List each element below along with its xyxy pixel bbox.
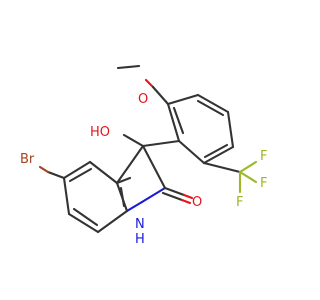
c-br-bond: [46, 170, 66, 180]
aryl-bond-6: [166, 102, 181, 143]
aryl-bond-1: [166, 93, 200, 106]
benzo-bond-3: [62, 176, 71, 216]
c2-n-bond: [140, 186, 167, 204]
aryl-bond-5: [177, 139, 206, 165]
aryl-bond-4: [202, 145, 235, 165]
benzo-bond-5: [96, 209, 129, 234]
aryl-bond-6-inner: [172, 106, 185, 135]
amine-hydrogen-label: H: [135, 232, 145, 247]
benzo-bond-1: [88, 160, 119, 185]
aryl-bond-2-inner: [196, 99, 225, 117]
c3-oh-bond: [122, 133, 145, 148]
benzo-bond-2: [62, 160, 92, 180]
carbonyl-oxygen-label: O: [192, 195, 202, 210]
carbonyl-bond-2: [161, 191, 184, 202]
carbonyl-o-part: [182, 193, 194, 200]
c-f-right-bond: [238, 170, 258, 184]
methoxy-oxygen-label: O: [138, 92, 148, 107]
benzo-bond-6-inner: [119, 186, 126, 208]
c-br-bond-br-part: [38, 165, 50, 174]
aryl-bond-3: [226, 110, 235, 149]
fluorine-top-label: F: [260, 149, 267, 164]
methyl-c-o-bond: [116, 64, 141, 70]
c3-c3a-bond: [115, 144, 145, 185]
benzo-bond-4: [67, 212, 100, 234]
methoxy-o-c-bond: [151, 85, 170, 106]
aryl-bond-4-inner: [203, 143, 229, 159]
c3a-c7a-bond-part: [115, 176, 132, 185]
amine-nitrogen-label: N: [135, 217, 145, 232]
methoxy-o-c-bond-o-part: [144, 78, 155, 89]
c3-c2-bond: [141, 144, 167, 190]
carbonyl-bond: [163, 186, 186, 197]
bromine-label: Br: [20, 152, 35, 167]
n-c7a-bond: [125, 200, 144, 213]
hydroxyl-label: HO: [90, 125, 110, 140]
cf3-attach-bond: [202, 161, 242, 174]
benzo-bond-2-inner: [68, 167, 93, 183]
aryl-to-c3-bond: [141, 139, 181, 148]
aryl-bond-2: [196, 93, 230, 114]
molecule-diagram: O HO Br O N H F F F: [20, 64, 267, 247]
carbonyl-o-part-2: [180, 198, 192, 205]
c-f-top-bond: [238, 160, 258, 174]
fluorine-bottom-label: F: [236, 195, 243, 210]
benzo-bond-4-inner: [72, 207, 99, 227]
structure-canvas: O HO Br O N H F F F: [20, 64, 268, 247]
fluorine-right-label: F: [260, 176, 267, 191]
